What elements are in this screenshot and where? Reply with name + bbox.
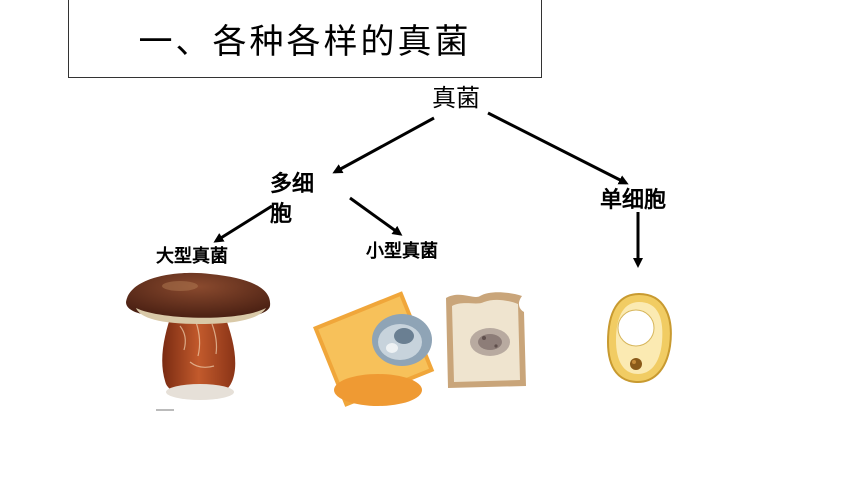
arrow-multicellular-to-small: [349, 196, 403, 236]
node-multicellular: 多细胞: [270, 172, 315, 227]
node-unicellular: 单细胞: [600, 188, 667, 213]
arrow-root-to-multicellular: [332, 116, 435, 174]
arrow-root-to-unicellular: [487, 111, 629, 185]
yeast-cell-image: [606, 292, 672, 384]
moldy-orange-image: [308, 290, 440, 408]
node-large-fungi: 大型真菌: [156, 246, 228, 267]
root-node-fungi: 真菌: [432, 84, 480, 112]
slide-title: 一、各种各样的真菌: [68, 0, 542, 78]
moldy-bread-image: [446, 292, 526, 388]
node-small-fungi: 小型真菌: [366, 241, 438, 262]
mushroom-image: [120, 266, 278, 411]
arrow-multicellular-to-large: [213, 204, 273, 243]
